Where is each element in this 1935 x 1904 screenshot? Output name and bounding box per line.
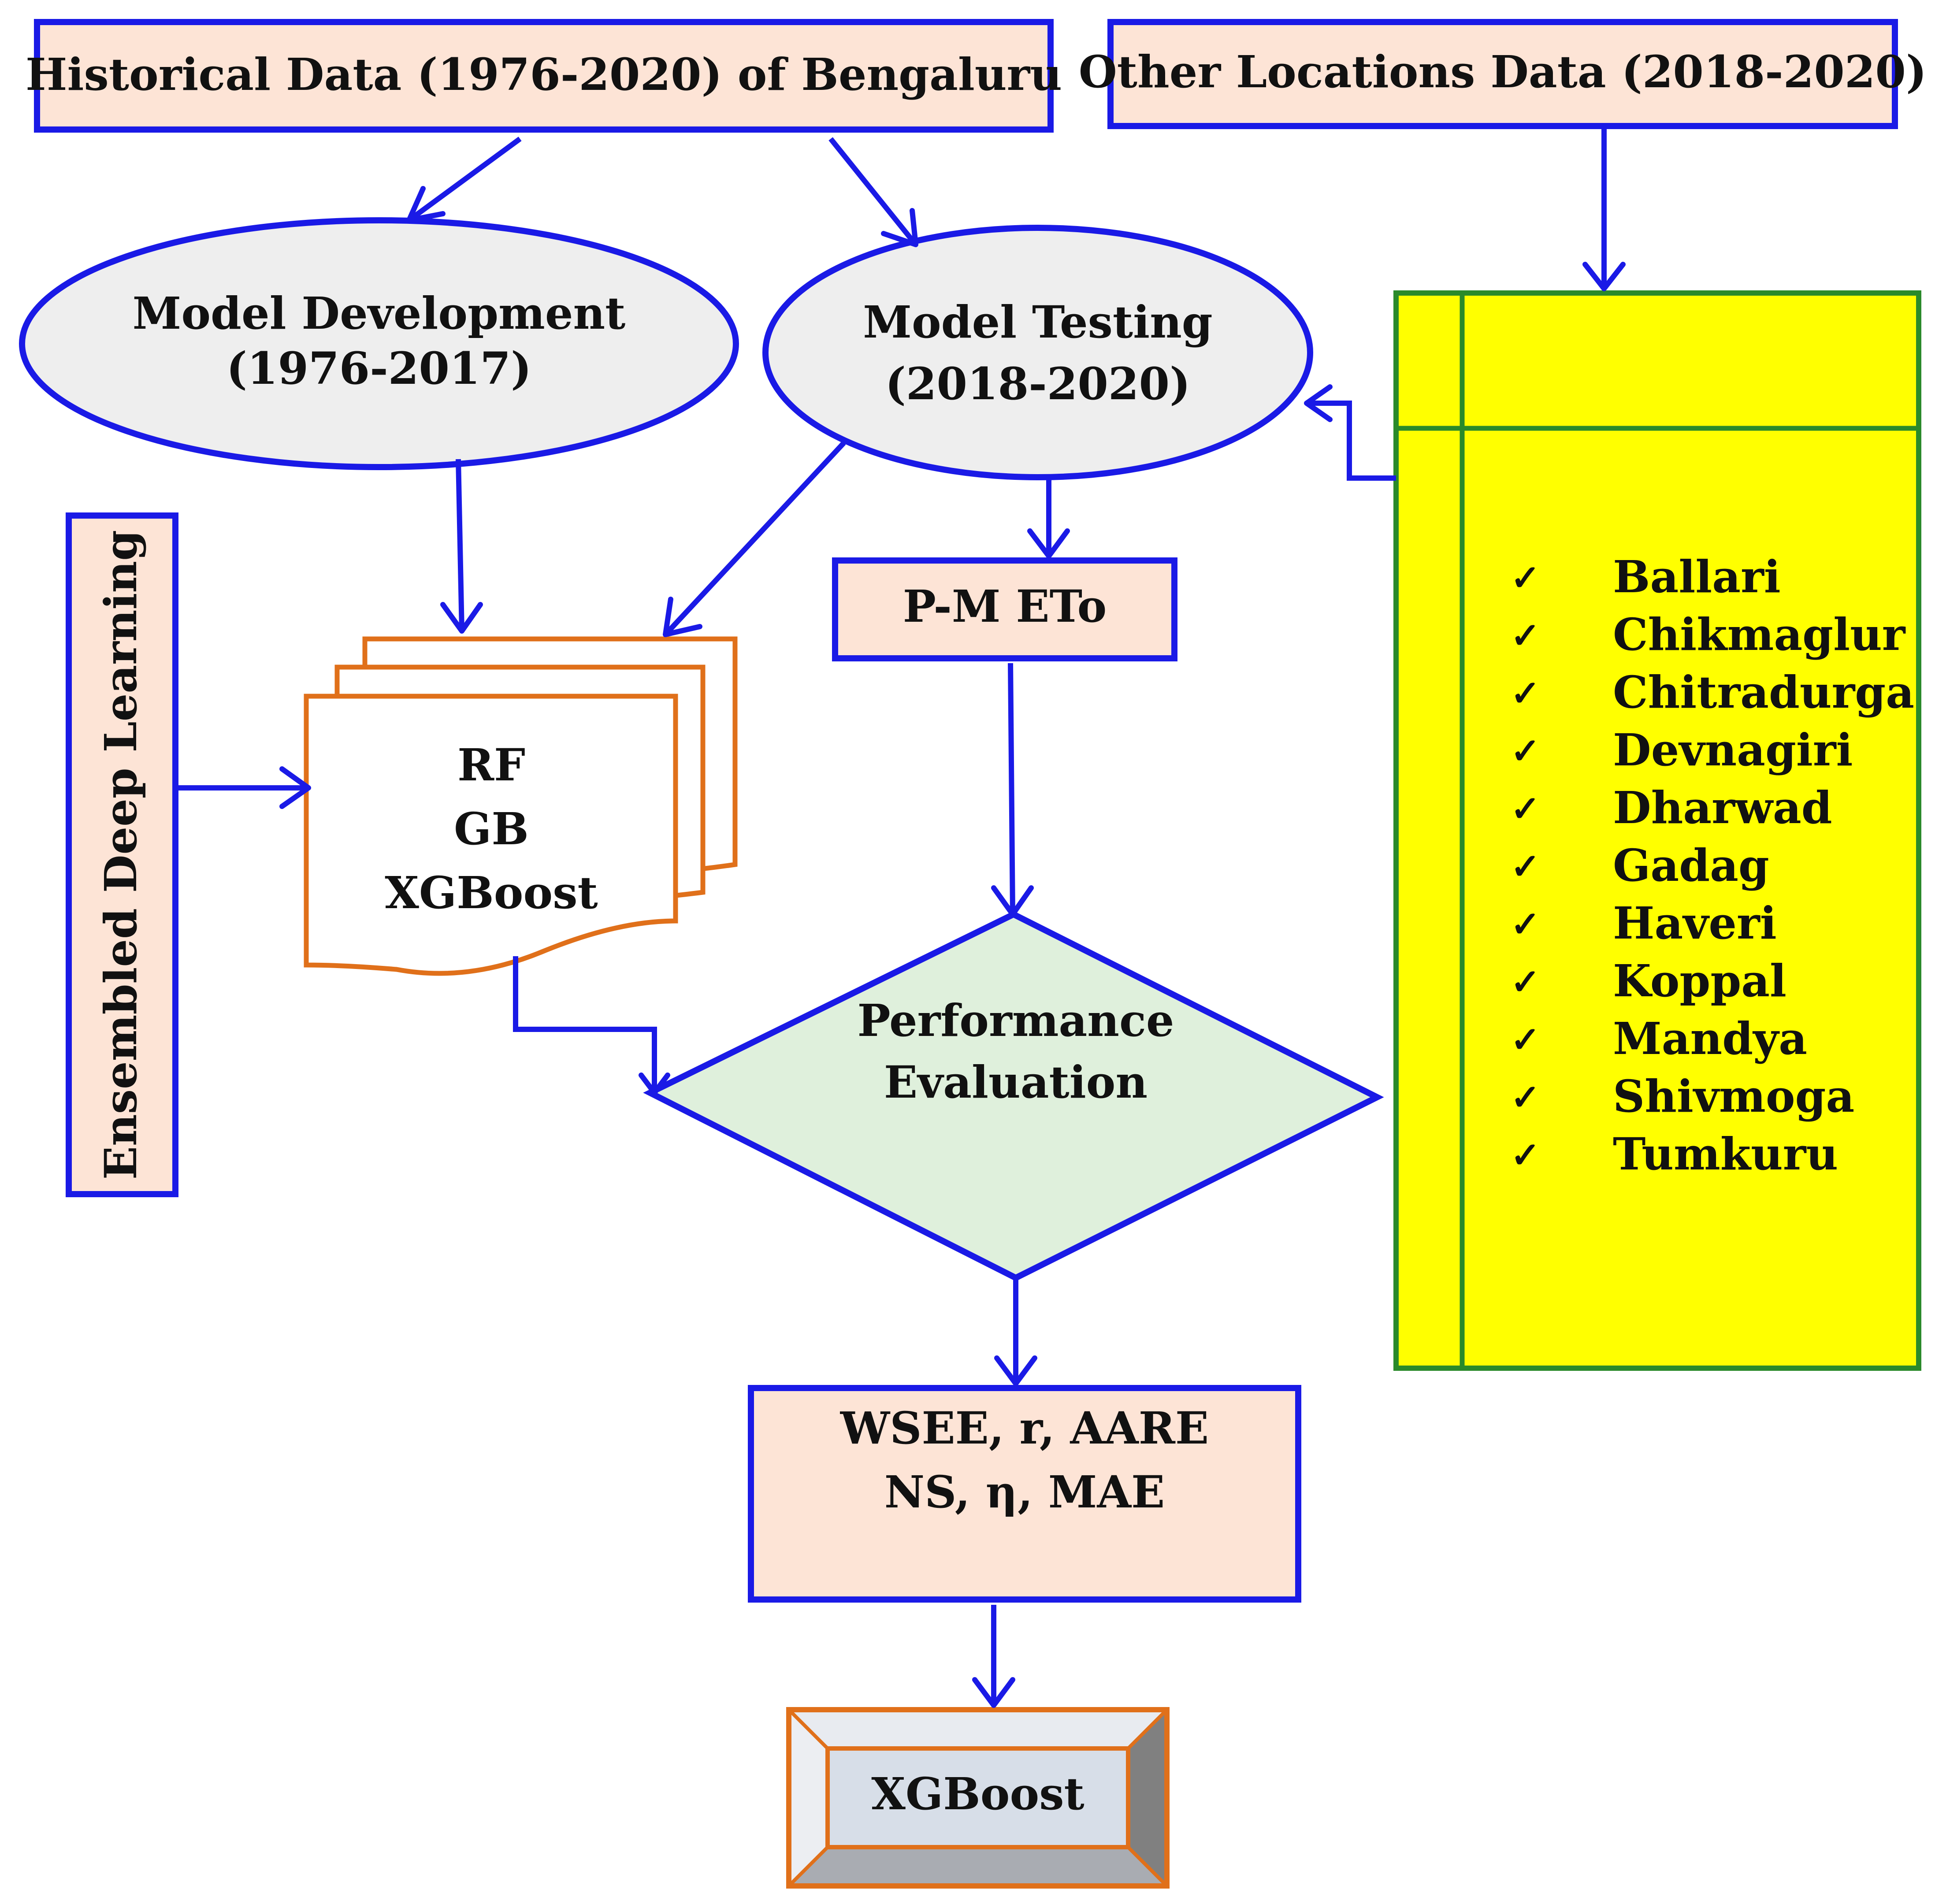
checkmark-icon: ✓ <box>1511 615 1540 656</box>
model-xgboost: XGBoost <box>385 867 598 919</box>
evaluation-label: Evaluation <box>884 1056 1148 1108</box>
ensembled-deep-learning-box: Ensembled Deep Learning <box>66 512 178 1197</box>
arrow-head-testing <box>881 208 918 247</box>
model-development-oval: Model Development (1976-2017) <box>19 217 739 470</box>
bevel-bottom <box>789 1847 1167 1886</box>
arrow-head-table <box>1582 262 1626 291</box>
checkmark-icon: ✓ <box>1511 730 1540 772</box>
arrow-head-testing-models <box>663 597 702 637</box>
checkmark-icon: ✓ <box>1511 846 1540 887</box>
location-item: Tumkuru <box>1613 1128 1838 1180</box>
performance-evaluation-diamond: Performance Evaluation <box>643 911 1384 1281</box>
location-item: Gadag <box>1613 839 1769 891</box>
performance-label: Performance <box>857 995 1174 1047</box>
arrow-head-table-testing <box>1304 384 1333 422</box>
metrics-line1: WSEE, r, AARE <box>840 1402 1209 1454</box>
arrows <box>175 128 1626 1708</box>
location-item: Chikmaglur <box>1613 609 1906 661</box>
bevel-top <box>789 1710 1167 1748</box>
arrow-head-pmeto <box>1027 528 1070 559</box>
location-item: Koppal <box>1613 955 1786 1007</box>
arrow-head-best-model <box>972 1677 1015 1708</box>
checkmark-icon: ✓ <box>1511 672 1540 714</box>
location-list: ✓ Ballari ✓ Chikmaglur ✓ Chitradurga ✓ Devnagir… <box>1511 551 1914 1180</box>
metrics-box: WSEE, r, AARE NS, η, MAE <box>748 1385 1301 1603</box>
model-development-period: (1976-2017) <box>227 342 532 394</box>
metrics-line2: NS, η, MAE <box>884 1466 1165 1518</box>
model-gb: GB <box>454 803 529 855</box>
bevel-left <box>789 1710 828 1886</box>
ensembled-deep-learning-label: Ensembled Deep Learning <box>95 530 147 1180</box>
best-model-bevel-box: XGBoost <box>786 1707 1170 1889</box>
other-locations-label: Other Locations Data (2018-2020) <box>1079 46 1927 98</box>
checkmark-icon: ✓ <box>1511 961 1540 1002</box>
checkmark-icon: ✓ <box>1511 788 1540 829</box>
location-item: Ballari <box>1613 551 1781 603</box>
arrow-head-models <box>440 602 483 634</box>
arrow-testing-to-models <box>663 441 846 637</box>
arrow-head-ensembled <box>279 766 311 809</box>
model-rf: RF <box>457 739 525 791</box>
location-item: Dharwad <box>1613 782 1832 834</box>
historical-data-box: Historical Data (1976-2020) of Bengaluru <box>26 19 1062 133</box>
location-item: Mandya <box>1613 1013 1807 1065</box>
pm-eto-box: P-M ETo <box>832 557 1177 661</box>
checkmark-icon: ✓ <box>1511 1076 1540 1118</box>
model-testing-period: (2018-2020) <box>885 358 1191 410</box>
model-testing-title: Model Testing <box>863 296 1212 348</box>
location-item: Shivmoga <box>1613 1070 1854 1122</box>
model-development-title: Model Development <box>133 287 626 339</box>
checkmark-icon: ✓ <box>1511 1134 1540 1176</box>
arrow-head-metrics <box>994 1355 1037 1386</box>
bevel-right <box>1128 1710 1167 1886</box>
models-document-stack: RF GB XGBoost <box>304 636 738 976</box>
arrow-development-to-models <box>456 459 464 631</box>
arrow-head-models-performance <box>639 1073 670 1095</box>
model-testing-oval: Model Testing (2018-2020) <box>762 225 1313 480</box>
locations-table: ✓ Ballari ✓ Chikmaglur ✓ Chitradurga ✓ Devnagir… <box>1393 290 1921 1371</box>
arrow-models-to-performance <box>513 956 657 1093</box>
other-locations-box: Other Locations Data (2018-2020) <box>1079 19 1927 129</box>
arrow-pmeto-to-performance <box>1008 663 1015 915</box>
historical-data-label: Historical Data (1976-2020) of Bengaluru <box>26 48 1062 100</box>
arrow-historical-to-testing <box>828 137 918 246</box>
location-item: Chitradurga <box>1613 666 1914 718</box>
location-item: Devnagiri <box>1613 724 1853 776</box>
arrow-head-development <box>406 186 446 223</box>
arrow-table-to-testing <box>1307 401 1396 481</box>
checkmark-icon: ✓ <box>1511 903 1540 945</box>
checkmark-icon: ✓ <box>1511 557 1540 598</box>
pm-eto-label: P-M ETo <box>903 580 1107 632</box>
location-item: Haveri <box>1613 897 1777 949</box>
best-model-label: XGBoost <box>871 1768 1084 1820</box>
checkmark-icon: ✓ <box>1511 1019 1540 1060</box>
arrow-head-performance <box>991 885 1034 917</box>
arrow-historical-to-development <box>407 137 522 223</box>
document-front <box>304 694 678 976</box>
